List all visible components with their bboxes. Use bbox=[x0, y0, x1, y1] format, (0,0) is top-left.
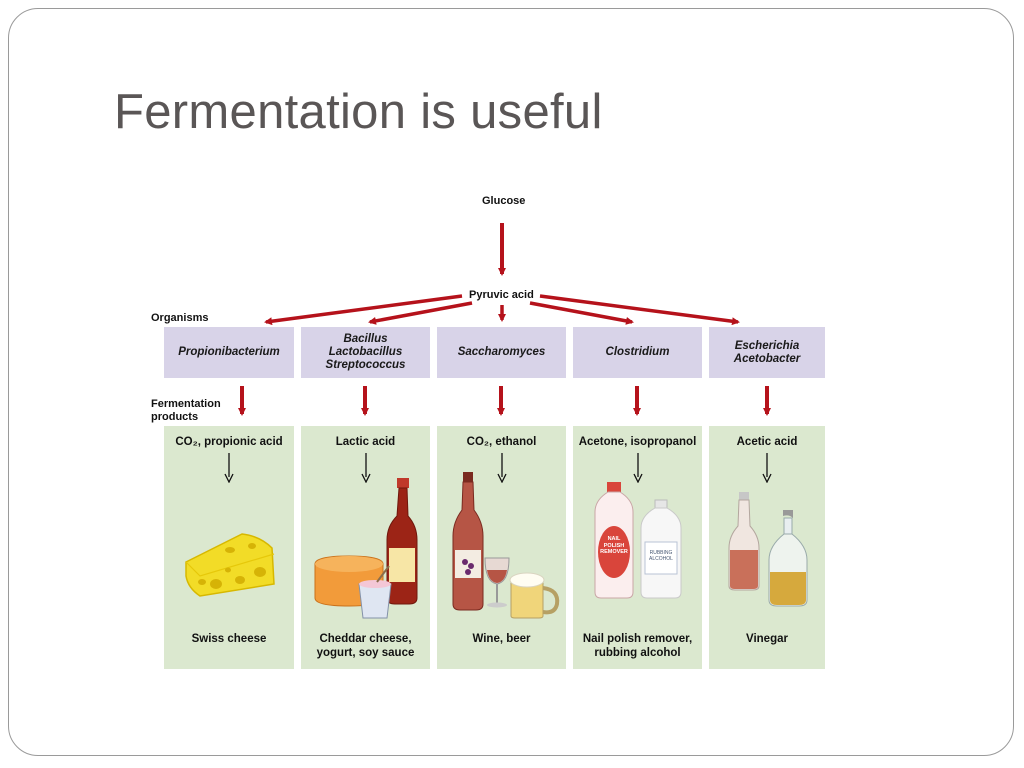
organism-name: Propionibacterium bbox=[178, 346, 280, 358]
organisms-label: Organisms bbox=[151, 312, 209, 324]
down-arrow-icon bbox=[224, 453, 234, 483]
down-arrow-icon bbox=[496, 453, 507, 483]
vinegar-icon bbox=[728, 492, 808, 607]
product-name: Acetone, isopropanol bbox=[578, 436, 697, 448]
nail-polish-label: NAIL POLISH REMOVER bbox=[600, 536, 628, 555]
product-box-acetone: Acetone, isopropanol NAIL POLISH REMOVER… bbox=[573, 426, 702, 669]
organism-name: Saccharomyces bbox=[457, 346, 546, 358]
rubbing-alcohol-label: RUBBING ALCOHOL bbox=[649, 550, 673, 562]
down-arrow-icon bbox=[762, 453, 772, 483]
down-arrow-icon bbox=[632, 453, 643, 483]
product-box-acetic: Acetic acid Vinegar bbox=[709, 426, 825, 669]
arrow-to-propionibacterium bbox=[264, 294, 463, 326]
arrow-to-bacillus bbox=[368, 301, 473, 325]
arrow-to-escherichia bbox=[539, 294, 740, 326]
product-box-propionic: CO₂, propionic acid Swiss cheese bbox=[164, 426, 294, 669]
product-box-ethanol: CO₂, ethanol Wine, beer bbox=[437, 426, 566, 669]
food-name: Vinegar bbox=[746, 633, 788, 645]
pyruvic-acid-label: Pyruvic acid bbox=[469, 289, 534, 301]
down-arrow-icon bbox=[360, 453, 371, 483]
swiss-cheese-icon bbox=[185, 533, 275, 597]
nail-polish-rubbing-alcohol-icon bbox=[594, 482, 682, 599]
food-name: Swiss cheese bbox=[191, 633, 267, 645]
food-name: Cheddar cheese, yogurt, soy sauce bbox=[316, 633, 415, 659]
glucose-label: Glucose bbox=[482, 195, 526, 207]
product-name: Acetic acid bbox=[736, 436, 798, 448]
organism-name: Clostridium bbox=[605, 346, 670, 358]
organism-box-escherichia: Escherichia Acetobacter bbox=[709, 327, 825, 378]
organism-box-bacillus: Bacillus Lactobacillus Streptococcus bbox=[301, 327, 430, 378]
food-name: Wine, beer bbox=[472, 633, 531, 645]
organism-box-clostridium: Clostridium bbox=[573, 327, 702, 378]
slide-title: Fermentation is useful bbox=[114, 85, 603, 139]
product-name: Lactic acid bbox=[335, 436, 396, 448]
cheddar-yogurt-soysauce-icon bbox=[314, 478, 418, 619]
arrow-to-clostridium bbox=[529, 301, 634, 325]
fermentation-products-label: Fermentation products bbox=[151, 398, 221, 423]
product-box-lactic: Lactic acid Cheddar cheese, yogurt, soy … bbox=[301, 426, 430, 669]
organism-box-saccharomyces: Saccharomyces bbox=[437, 327, 566, 378]
organism-box-propionibacterium: Propionibacterium bbox=[164, 327, 294, 378]
wine-beer-icon bbox=[452, 472, 560, 619]
product-name: CO₂, propionic acid bbox=[175, 436, 283, 448]
organism-name: Escherichia Acetobacter bbox=[733, 339, 801, 365]
organism-name: Bacillus Lactobacillus Streptococcus bbox=[325, 333, 406, 371]
food-name: Nail polish remover, rubbing alcohol bbox=[582, 633, 693, 659]
product-name: CO₂, ethanol bbox=[466, 436, 537, 448]
